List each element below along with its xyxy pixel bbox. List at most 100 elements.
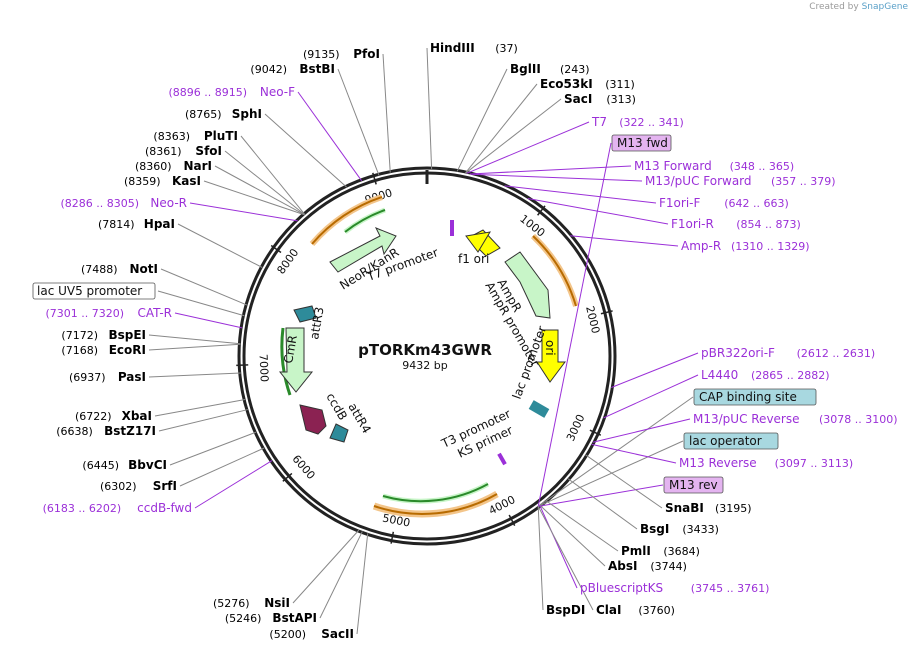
- leader-eco53ki: [465, 83, 538, 174]
- label-box-lac-uv5-promoter: [32, 282, 156, 300]
- site-pos-m13-forward: (348 .. 365): [730, 160, 795, 173]
- attr4-shape: [329, 423, 349, 443]
- site-label-sacii: SacII: [321, 627, 354, 641]
- leader-nsii: [292, 529, 360, 604]
- site-pos-pbluescriptks: (3745 .. 3761): [691, 582, 770, 595]
- left-green-arc: [280, 327, 292, 396]
- label-attr4: attR4: [345, 401, 373, 436]
- site-pos-pluti: (8363): [153, 130, 190, 143]
- attr-arc: [373, 493, 498, 515]
- snapgene-brand: SnapGene: [861, 2, 908, 12]
- leader-saci: [465, 98, 562, 174]
- leader-sacii: [356, 533, 369, 635]
- label-cmr: CmR: [281, 334, 300, 364]
- site-pos-bglii: (243): [560, 63, 590, 76]
- site-pos-absi: (3744): [650, 560, 687, 573]
- snapgene-credit: Created by SnapGene: [809, 2, 908, 12]
- site-label-ecori: EcoRI: [109, 343, 146, 357]
- site-label-ccdb-fwd: ccdB-fwd: [137, 501, 192, 515]
- site-pos-srfi: (6302): [100, 480, 137, 493]
- leader-srfi: [179, 447, 265, 487]
- leader-bsgi: [567, 478, 638, 530]
- site-label-f1ori-r: F1ori-R: [671, 217, 714, 231]
- site-label-neo-r: Neo-R: [150, 196, 187, 210]
- site-label-hpai: HpaI: [144, 217, 175, 231]
- site-pos-f1ori-f: (642 .. 663): [724, 197, 789, 210]
- attr3-shape: [293, 305, 317, 323]
- leader-bglii: [456, 68, 508, 172]
- tick-mark-5000: [390, 531, 395, 544]
- site-label-xbai: XbaI: [122, 409, 152, 423]
- site-label-lac-operator: lac operator: [689, 434, 762, 448]
- tick-mark-6000: [282, 472, 293, 482]
- site-label-pmli: PmlI: [621, 544, 651, 558]
- leader-cap-binding-site: [537, 396, 694, 507]
- leader-m13-forward: [469, 165, 632, 175]
- site-pos-bstz17i: (6638): [56, 425, 93, 438]
- site-label-neo-f: Neo-F: [260, 85, 295, 99]
- site-label-lac-uv5-promoter: lac UV5 promoter: [37, 284, 142, 298]
- site-label-bsgi: BsgI: [640, 522, 669, 536]
- ks-primer-mark: [497, 452, 507, 466]
- neor-arrow: [329, 227, 397, 273]
- site-pos-pbr322ori-f: (2612 .. 2631): [797, 347, 876, 360]
- leader-sphi: [264, 113, 347, 188]
- site-pos-hpai: (7814): [98, 218, 135, 231]
- site-pos-bstbi: (9042): [250, 63, 287, 76]
- leader-pluti: [240, 135, 306, 215]
- tick-label-1000: 1000: [517, 212, 547, 240]
- site-label-kasi: KasI: [172, 174, 201, 188]
- leader-lac-operator: [537, 440, 684, 507]
- leader-kasi: [203, 180, 305, 216]
- site-label-saci: SacI: [564, 92, 592, 106]
- site-pos-sfoi: (8361): [145, 145, 182, 158]
- label-attr3: attR3: [307, 306, 326, 341]
- site-pos-m13-reverse: (3097 .. 3113): [775, 457, 854, 470]
- leader-pmli: [545, 500, 619, 552]
- site-label-absi: AbsI: [608, 559, 637, 573]
- site-label-snabi: SnaBI: [665, 501, 704, 515]
- leader-neo-f: [297, 91, 363, 182]
- site-label-cap-binding-site: CAP binding site: [699, 390, 797, 404]
- t7-primer-mark: [450, 220, 454, 236]
- site-label-srfi: SrfI: [153, 479, 177, 493]
- site-pos-bstapi: (5246): [225, 612, 262, 625]
- site-label-bstz17i: BstZ17I: [104, 424, 156, 438]
- site-pos-pmli: (3684): [663, 545, 700, 558]
- tick-label-7000: 7000: [257, 354, 271, 383]
- site-pos-bbvci: (6445): [82, 459, 119, 472]
- site-label-m13-forward: M13 Forward: [634, 159, 712, 173]
- label-ori: ori: [543, 340, 557, 356]
- site-label-pluti: PluTI: [204, 129, 238, 143]
- leader-absi: [539, 504, 606, 567]
- leader-noti: [160, 268, 248, 306]
- leader-neo-r: [189, 202, 298, 222]
- site-labels: HindIII(37)BglII(243)Eco53kI(311)SacI(31…: [32, 41, 898, 641]
- site-label-nsii: NsiI: [264, 596, 290, 610]
- label-f1-ori: f1 ori: [458, 252, 489, 266]
- site-pos-cat-r: (7301 .. 7320): [45, 307, 124, 320]
- tick-mark-7000: [236, 364, 249, 367]
- site-label-t7: T7: [591, 115, 607, 129]
- site-label-amp-r: Amp-R: [681, 239, 721, 253]
- leader-amp-r: [570, 235, 679, 247]
- site-pos-neo-r: (8286 .. 8305): [60, 197, 139, 210]
- tick-label-2000: 2000: [583, 305, 602, 335]
- site-pos-m13-puc-reverse: (3078 .. 3100): [819, 413, 898, 426]
- leader-cat-r: [174, 312, 243, 329]
- tick-label-3000: 3000: [564, 412, 587, 443]
- neo-inner-arc: [344, 209, 386, 233]
- site-label-f1ori-f: F1ori-F: [659, 196, 700, 210]
- label-box-lac-operator: [683, 432, 779, 450]
- site-label-noti: NotI: [130, 262, 159, 276]
- site-pos-pasi: (6937): [69, 371, 106, 384]
- site-label-pbluescriptks: pBluescriptKS: [580, 581, 663, 595]
- leader-pbr322ori-f: [611, 352, 699, 388]
- tick-mark-2000: [600, 310, 613, 315]
- site-pos-sphi: (8765): [185, 108, 222, 121]
- f1-ori-head: [465, 231, 491, 253]
- plasmid-name: pTORKm43GWR: [358, 341, 492, 359]
- leader-bspdi: [537, 506, 544, 611]
- leader-pfoi: [382, 53, 391, 173]
- cmr-outer-arc: [382, 483, 489, 503]
